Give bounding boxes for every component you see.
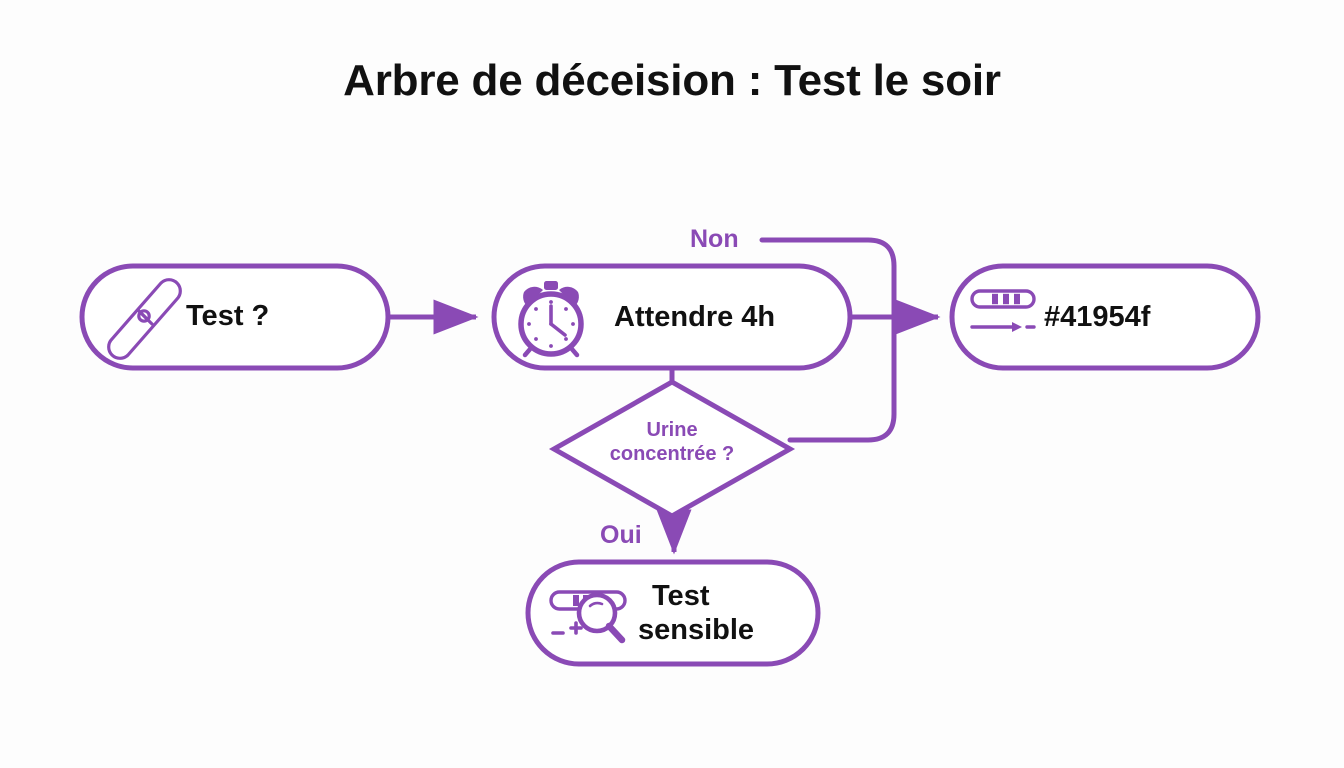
pregnancy-test-stick-icon bbox=[107, 278, 182, 360]
node-urine-label-line1: Urine bbox=[646, 419, 698, 441]
test-strip-magnifier-icon bbox=[549, 590, 627, 644]
edge-non-loop bbox=[759, 237, 897, 443]
test-strip-arrow-icon bbox=[970, 289, 1036, 332]
node-resultat-label: #41954f bbox=[1044, 301, 1151, 333]
node-sensible-label-line2: sensible bbox=[638, 614, 755, 646]
edge-label-non: Non bbox=[690, 225, 739, 253]
page-title: Arbre de déceision : Test le soir bbox=[343, 56, 1001, 105]
node-urine-label-line2: concentrée ? bbox=[609, 443, 735, 465]
edge-label-oui: Oui bbox=[600, 521, 642, 549]
node-attendre-label: Attendre 4h bbox=[614, 301, 776, 333]
node-sensible-label-line1: Test bbox=[652, 580, 710, 612]
alarm-clock-icon bbox=[518, 281, 584, 358]
node-test-label: Test ? bbox=[186, 300, 270, 332]
